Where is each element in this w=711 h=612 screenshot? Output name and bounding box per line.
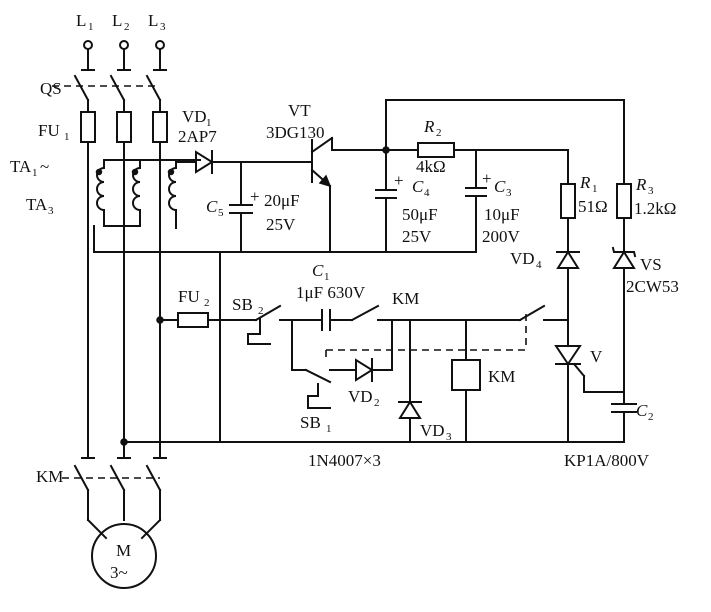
svg-text:FU: FU: [178, 287, 200, 306]
svg-text:L: L: [148, 11, 158, 30]
svg-text:+: +: [482, 169, 492, 188]
svg-text:VT: VT: [288, 101, 311, 120]
svg-text:L: L: [112, 11, 122, 30]
svg-text:VD: VD: [420, 421, 445, 440]
capacitor-c5: +: [229, 161, 260, 253]
svg-text:3: 3: [160, 21, 166, 33]
svg-text:KM: KM: [392, 289, 419, 308]
svg-text:2: 2: [648, 411, 654, 423]
svg-text:1μF 630V: 1μF 630V: [296, 283, 366, 302]
svg-text:5: 5: [218, 207, 224, 219]
r1-vd4-v-branch: [554, 149, 586, 443]
svg-text:3DG130: 3DG130: [266, 123, 325, 142]
phase-lines: [52, 40, 168, 459]
main-contactor-and-motor: [62, 457, 167, 589]
svg-text:1.2kΩ: 1.2kΩ: [634, 199, 676, 218]
svg-text:2: 2: [436, 127, 442, 139]
svg-text:2: 2: [204, 297, 210, 309]
svg-text:TA: TA: [10, 157, 32, 176]
svg-text:C: C: [494, 177, 506, 196]
svg-text:1: 1: [32, 167, 38, 179]
svg-text:V: V: [590, 347, 603, 366]
svg-text:10μF: 10μF: [484, 205, 520, 224]
svg-text:C: C: [312, 261, 324, 280]
svg-text:VD: VD: [510, 249, 535, 268]
svg-text:1: 1: [326, 423, 332, 435]
svg-text:3: 3: [446, 431, 452, 443]
svg-text:4kΩ: 4kΩ: [416, 157, 446, 176]
svg-text:3~: 3~: [110, 563, 128, 582]
svg-text:2: 2: [258, 305, 264, 317]
control-circuit: [120, 251, 625, 446]
fuse-fu1-a: [80, 111, 96, 143]
svg-text:R: R: [635, 175, 647, 194]
svg-text:~: ~: [40, 157, 49, 176]
svg-text:SB: SB: [300, 413, 321, 432]
svg-text:4: 4: [536, 259, 542, 271]
resistor-r1: [560, 183, 576, 219]
svg-text:4: 4: [424, 187, 430, 199]
relay-coil-km: [451, 359, 481, 391]
svg-text:+: +: [250, 187, 260, 206]
svg-text:VS: VS: [640, 255, 662, 274]
svg-text:C: C: [636, 401, 648, 420]
resistor-r3: [616, 183, 632, 219]
svg-text:TA: TA: [26, 195, 48, 214]
svg-text:3: 3: [48, 205, 54, 217]
svg-text:2CW53: 2CW53: [626, 277, 679, 296]
svg-text:1: 1: [592, 183, 598, 195]
svg-text:51Ω: 51Ω: [578, 197, 608, 216]
svg-text:25V: 25V: [402, 227, 432, 246]
fuse-fu1-b: [116, 111, 132, 143]
svg-text:25V: 25V: [266, 215, 296, 234]
svg-text:M: M: [116, 541, 131, 560]
svg-text:20μF: 20μF: [264, 191, 300, 210]
svg-text:R: R: [579, 173, 591, 192]
motor: [91, 523, 157, 589]
svg-text:1: 1: [88, 21, 94, 33]
svg-text:1: 1: [206, 117, 212, 129]
svg-text:3: 3: [506, 187, 512, 199]
fuse-fu1-c: [152, 111, 168, 143]
svg-text:QS: QS: [40, 79, 62, 98]
svg-text:50μF: 50μF: [402, 205, 438, 224]
svg-text:KM: KM: [36, 467, 63, 486]
svg-text:2: 2: [124, 21, 130, 33]
transistor-vt: [310, 136, 387, 253]
svg-text:3: 3: [648, 185, 654, 197]
svg-text:KP1A/800V: KP1A/800V: [564, 451, 650, 470]
svg-text:+: +: [394, 171, 404, 190]
r3-vs-c2-branch: [583, 99, 637, 443]
diode-vd1: [177, 150, 313, 174]
resistor-r2: [417, 142, 455, 158]
svg-text:VD: VD: [182, 107, 207, 126]
svg-text:2: 2: [374, 397, 380, 409]
current-transformers: [93, 159, 201, 253]
svg-text:2AP7: 2AP7: [178, 127, 217, 146]
svg-text:C: C: [412, 177, 424, 196]
svg-text:KM: KM: [488, 367, 515, 386]
svg-text:1: 1: [64, 131, 70, 143]
svg-text:1: 1: [324, 271, 330, 283]
r2-c4-c3: + +: [375, 99, 625, 253]
svg-text:SB: SB: [232, 295, 253, 314]
svg-text:FU: FU: [38, 121, 60, 140]
svg-text:C: C: [206, 197, 218, 216]
fuse-fu2: [177, 312, 209, 328]
svg-text:R: R: [423, 117, 435, 136]
svg-text:1N4007×3: 1N4007×3: [308, 451, 381, 470]
svg-text:VD: VD: [348, 387, 373, 406]
svg-text:L: L: [76, 11, 86, 30]
svg-text:200V: 200V: [482, 227, 521, 246]
